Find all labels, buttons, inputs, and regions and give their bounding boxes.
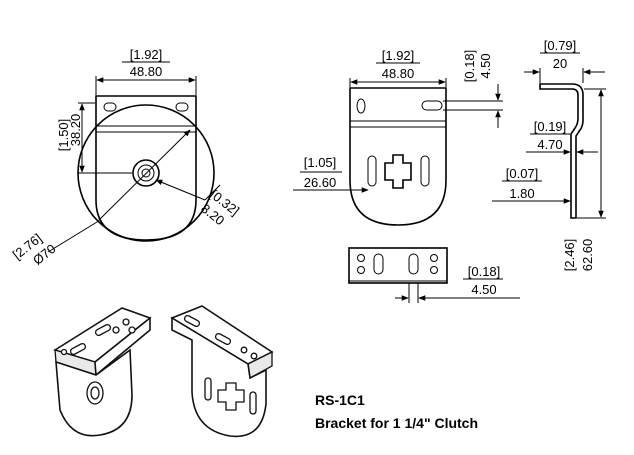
rear-width-in: [1.92]: [382, 48, 415, 63]
side-profile: [539, 83, 584, 219]
side-depth-mm: 20: [553, 56, 567, 71]
rear-slot-in: [0.18]: [462, 50, 477, 83]
front-height-mm: 38.20: [68, 114, 83, 147]
rear-slot-mm: 4.50: [478, 53, 493, 78]
rear-bracket-plate: [349, 87, 447, 226]
top-slot-in: [0.18]: [468, 264, 501, 279]
rear-width-mm: 48.80: [382, 66, 415, 81]
cross-mount-hole: [384, 154, 412, 189]
front-bracket-plate: [95, 95, 197, 241]
top-view: [0.18] 4.50: [348, 247, 520, 303]
rear-offset-in: [1.05]: [304, 155, 337, 170]
isometric-view-right: [170, 305, 274, 438]
side-thickness-in: [0.07]: [506, 166, 539, 181]
side-view: [0.79] 20 [0.19] 4.70 [0.07] 1.80 [2.46]…: [492, 38, 606, 271]
front-width-in: [1.92]: [130, 47, 163, 62]
side-bend-mm: 4.70: [537, 137, 562, 152]
product-description: Bracket for 1 1/4" Clutch: [315, 415, 479, 431]
side-height-in: [2.46]: [562, 239, 577, 272]
top-slot-mm: 4.50: [471, 282, 496, 297]
top-plate: [348, 247, 448, 284]
side-thickness-mm: 1.80: [509, 186, 534, 201]
center-bore: [132, 159, 160, 187]
rear-offset-mm: 26.60: [304, 175, 337, 190]
model-number: RS-1C1: [315, 392, 365, 408]
front-view: [1.92] 48.80 [1.50] 38.20 [2.76] Ø70 [0.…: [10, 47, 242, 268]
side-depth-in: [0.79]: [544, 38, 577, 53]
side-bend-in: [0.19]: [534, 119, 567, 134]
isometric-view-left: [53, 307, 152, 437]
front-height-in: [1.50]: [56, 119, 71, 152]
rear-view: [1.92] 48.80 [0.18] 4.50 [1.05] 26.60: [293, 48, 503, 226]
side-height-mm: 62.60: [580, 239, 595, 272]
front-width-mm: 48.80: [130, 64, 163, 79]
